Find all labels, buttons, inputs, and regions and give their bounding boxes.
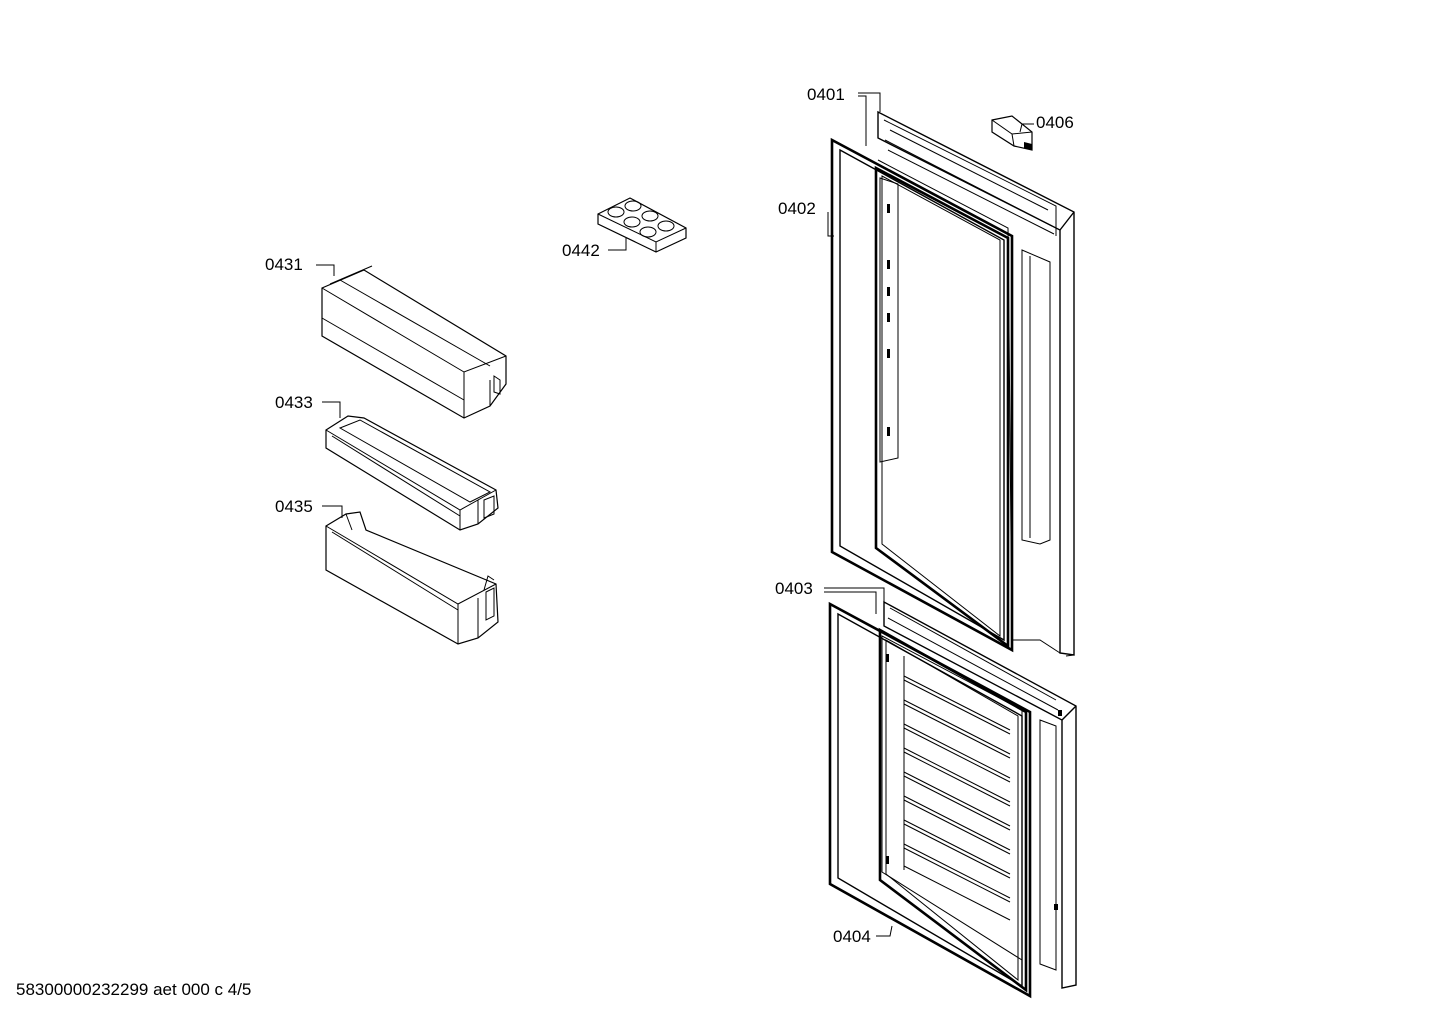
upper-gasket-0402 <box>830 137 1014 653</box>
shelf-0435 <box>325 511 499 645</box>
document-id: 58300000232299 aet 000 c 4/5 <box>16 980 252 999</box>
upper-door-0401 <box>877 110 1075 657</box>
label-0435: 0435 <box>275 497 313 516</box>
label-0431: 0431 <box>265 255 303 274</box>
egg-tray-0442 <box>597 197 687 253</box>
shelf-0433 <box>325 415 499 531</box>
label-0401: 0401 <box>807 85 845 104</box>
label-0402: 0402 <box>778 199 816 218</box>
label-0442: 0442 <box>562 241 600 260</box>
label-0433: 0433 <box>275 393 313 412</box>
shelf-0431 <box>321 265 507 419</box>
label-0404: 0404 <box>833 927 871 946</box>
handle-0406 <box>991 115 1033 151</box>
lower-door-0403 <box>881 600 1077 989</box>
label-0406: 0406 <box>1036 113 1074 132</box>
leader-lines <box>316 92 1034 937</box>
lower-gasket-0404 <box>828 601 1032 999</box>
label-0403: 0403 <box>775 579 813 598</box>
